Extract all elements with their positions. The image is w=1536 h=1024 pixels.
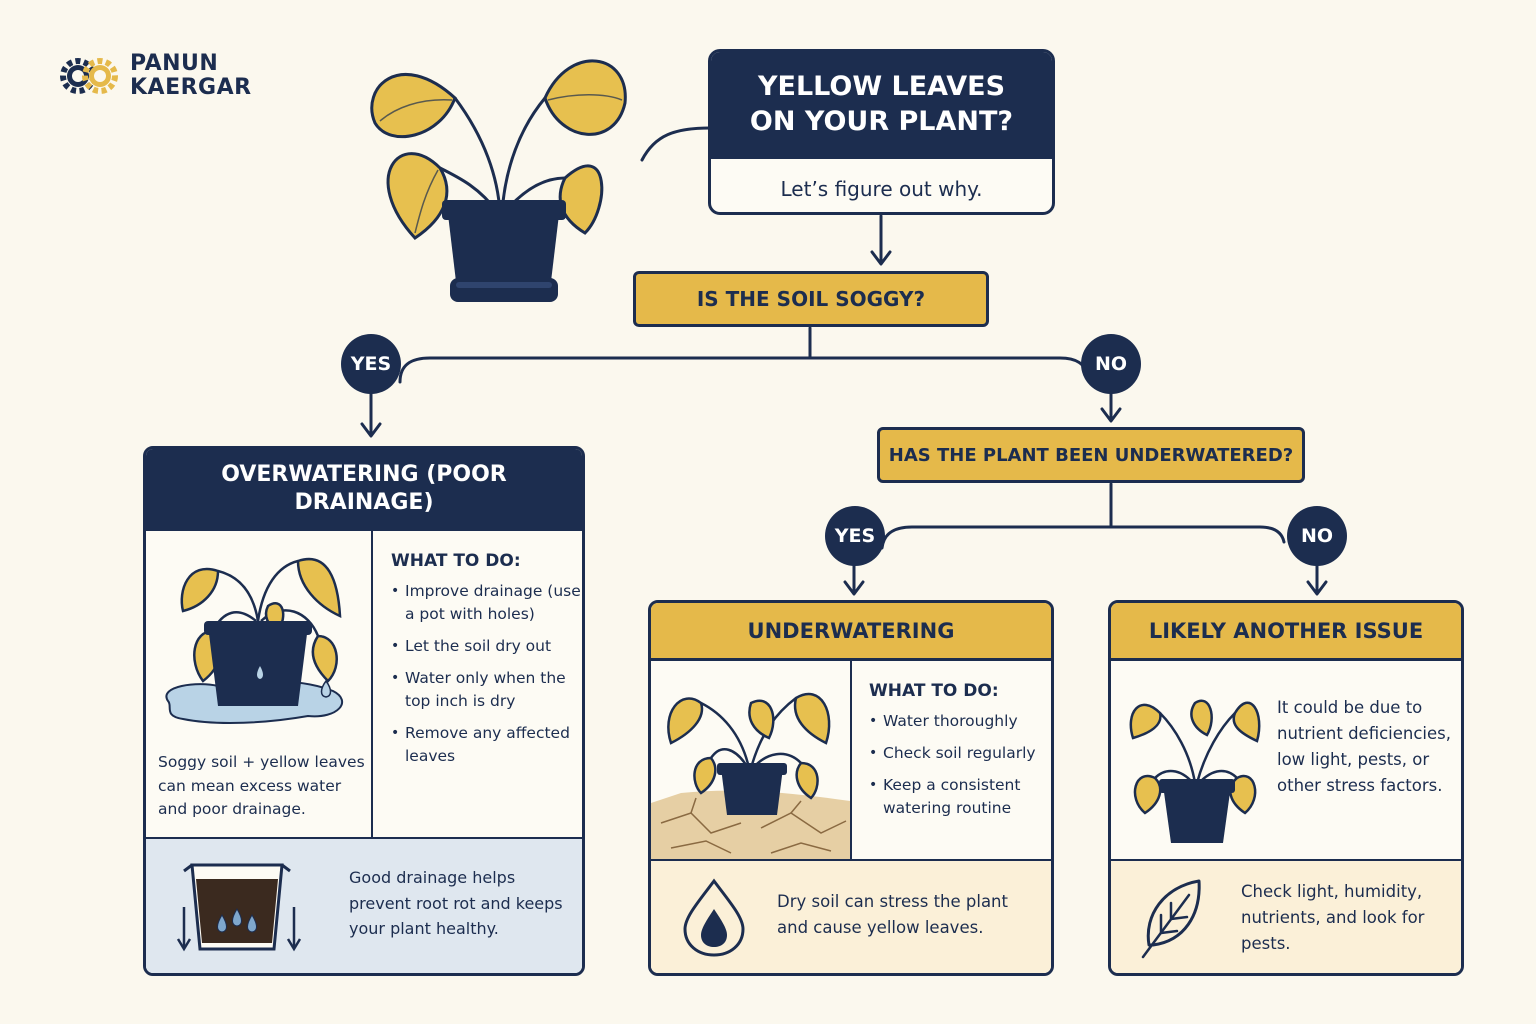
list-item: Remove any affected leaves [391,722,581,768]
overwatering-footer-text: Good drainage helps prevent root rot and… [349,868,563,938]
leaf-icon [1141,879,1201,959]
brand-logo: PANUN KAERGAR [56,50,256,102]
gear-icon [60,58,118,94]
badge-no-1: NO [1081,334,1141,394]
brand-name: PANUN KAERGAR [130,52,252,100]
another-issue-note: It could be due to nutrient deficiencies… [1277,698,1452,795]
page-title: YELLOW LEAVES ON YOUR PLANT? [711,52,1052,156]
overwatering-title: OVERWATERING (POOR DRAINAGE) [146,449,582,531]
drooping-plant-icon [165,557,344,724]
list-item: Water thoroughly [869,710,1051,733]
brand-line2: KAERGAR [130,75,252,100]
list-item: Keep a consistent watering routine [869,774,1051,820]
another-issue-footer-text: Check light, humidity, nutrients, and lo… [1241,882,1425,953]
dry-soil-plant-icon [651,692,850,859]
brand-line1: PANUN [130,51,219,76]
title-card: YELLOW LEAVES ON YOUR PLANT? Let’s figur… [708,49,1055,215]
drainage-pot-icon [176,863,302,952]
underwatering-footer-text: Dry soil can stress the plant and cause … [777,892,1008,937]
yellow-plant-icon [370,59,627,302]
another-issue-title: LIKELY ANOTHER ISSUE [1111,603,1461,661]
overwatering-note: Soggy soil + yellow leaves can mean exce… [158,753,365,818]
list-item: Check soil regularly [869,742,1051,765]
overwatering-card: OVERWATERING (POOR DRAINAGE) Soggy soil … [143,446,585,976]
list-item: Let the soil dry out [391,635,581,658]
badge-no-2: NO [1287,506,1347,566]
another-issue-footer: Check light, humidity, nutrients, and lo… [1111,861,1461,973]
badge-yes-1: YES [341,334,401,394]
underwatering-todo-title: WHAT TO DO: [869,681,999,701]
overwatering-todo-list: Improve drainage (use a pot with holes) … [391,580,581,768]
list-item: Improve drainage (use a pot with holes) [391,580,581,626]
overwatering-footer: Good drainage helps prevent root rot and… [146,839,582,973]
list-item: Water only when the top inch is dry [391,667,581,713]
underwatering-footer: Dry soil can stress the plant and cause … [651,861,1051,973]
water-drop-icon [683,878,745,957]
page-subtitle: Let’s figure out why. [780,176,983,201]
overwatering-todo-title: WHAT TO DO: [391,551,521,571]
small-plant-icon [1129,699,1261,843]
underwatering-todo-list: Water thoroughly Check soil regularly Ke… [869,710,1051,820]
underwatering-card: UNDERWATERING WHAT TO DO: [648,600,1054,976]
badge-yes-2: YES [825,506,885,566]
underwatering-title: UNDERWATERING [651,603,1051,661]
another-issue-card: LIKELY ANOTHER ISSUE It could be due to … [1108,600,1464,976]
question-soggy-soil: IS THE SOIL SOGGY? [633,271,989,327]
question-underwatered: HAS THE PLANT BEEN UNDERWATERED? [877,427,1305,483]
